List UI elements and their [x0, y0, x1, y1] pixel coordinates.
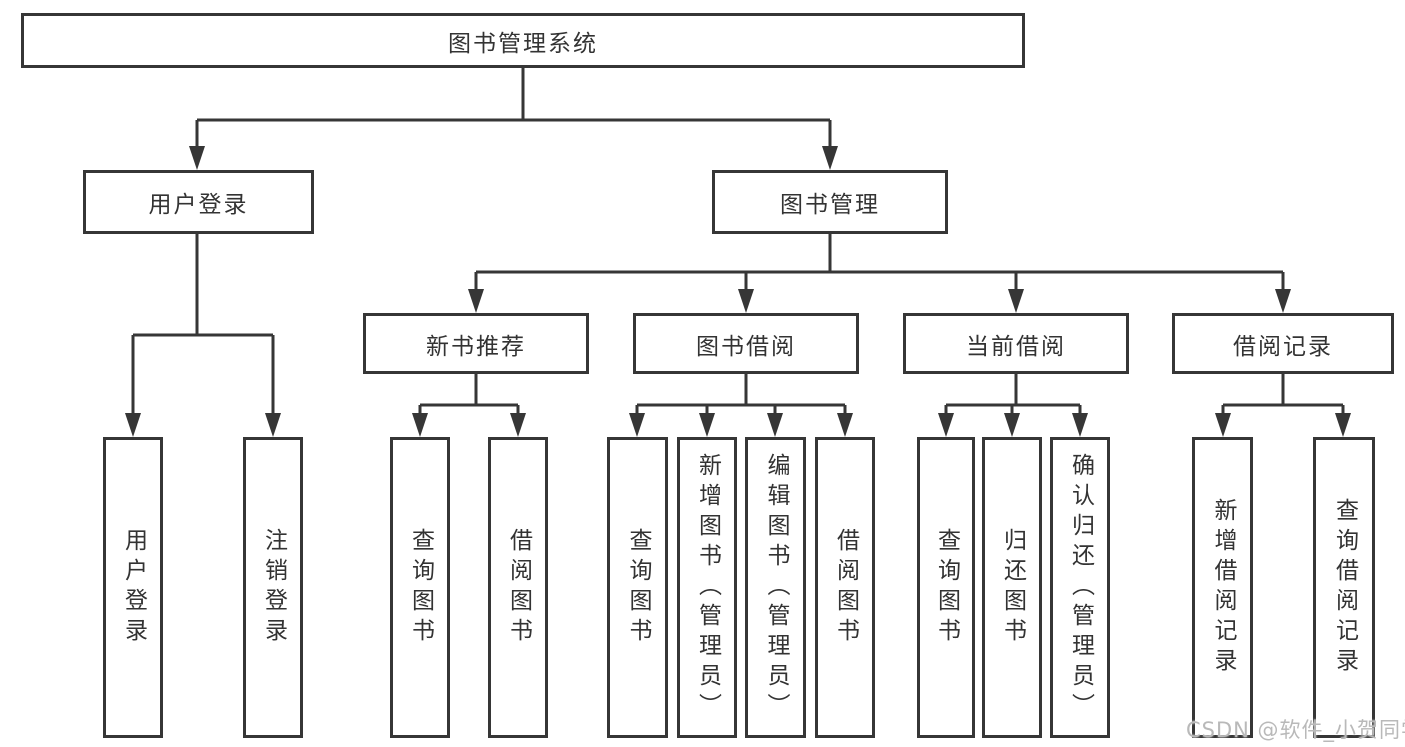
leaf-borrow-books: 借阅图书 — [815, 437, 875, 738]
node-label: 借阅图书 — [832, 527, 859, 648]
leaf-add-borrow-record: 新增借阅记录 — [1192, 437, 1253, 738]
node-label: 借阅记录 — [1233, 333, 1333, 360]
leaf-return-books: 归还图书 — [982, 437, 1042, 738]
leaf-query-books-current: 查询图书 — [917, 437, 975, 738]
node-label: 确认归还（管理员） — [1067, 452, 1094, 723]
node-label: 借阅图书 — [505, 527, 532, 648]
leaf-confirm-return-admin: 确认归还（管理员） — [1050, 437, 1110, 738]
leaf-query-books-borrowing: 查询图书 — [607, 437, 668, 738]
node-current-borrowing: 当前借阅 — [903, 313, 1129, 374]
node-label: 新增图书（管理员） — [694, 452, 721, 723]
arrowheads — [125, 146, 1351, 437]
leaf-user-login: 用户登录 — [103, 437, 163, 738]
node-label: 归还图书 — [999, 527, 1026, 648]
node-label: 查询图书 — [933, 527, 960, 648]
node-label: 查询图书 — [625, 527, 651, 648]
node-label: 图书管理系统 — [448, 30, 598, 57]
leaf-borrow-books-recommend: 借阅图书 — [488, 437, 548, 738]
leaf-add-books-admin: 新增图书（管理员） — [677, 437, 737, 738]
node-new-book-recommendation: 新书推荐 — [363, 313, 589, 374]
node-label: 用户登录 — [148, 192, 249, 218]
node-label: 图书管理 — [780, 192, 880, 218]
node-label: 新增借阅记录 — [1210, 497, 1236, 678]
node-label: 编辑图书（管理员） — [763, 452, 789, 723]
watermark-csdn: CSDN @软件_小贺同学 — [1186, 718, 1405, 742]
node-label: 注销登录 — [260, 527, 287, 648]
node-book-management: 图书管理 — [712, 170, 948, 234]
node-borrowing-records: 借阅记录 — [1172, 313, 1394, 374]
node-user-login: 用户登录 — [83, 170, 314, 234]
node-label: 新书推荐 — [426, 333, 526, 360]
node-label: 用户登录 — [120, 527, 147, 648]
node-library-management-system: 图书管理系统 — [21, 13, 1025, 68]
leaf-query-books-recommend: 查询图书 — [390, 437, 450, 738]
leaf-logout: 注销登录 — [243, 437, 303, 738]
node-book-borrowing: 图书借阅 — [633, 313, 859, 374]
node-label: 查询图书 — [407, 527, 434, 648]
node-label: 查询借阅记录 — [1331, 497, 1358, 678]
node-label: 图书借阅 — [696, 333, 796, 360]
leaf-query-borrow-record: 查询借阅记录 — [1313, 437, 1375, 738]
leaf-edit-books-admin: 编辑图书（管理员） — [745, 437, 806, 738]
node-label: 当前借阅 — [966, 333, 1066, 360]
